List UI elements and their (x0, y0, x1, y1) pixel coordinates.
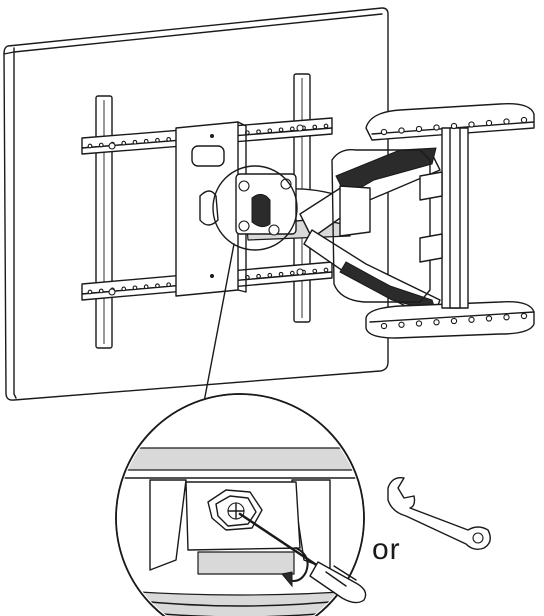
mounting-hole (289, 126, 295, 132)
mounting-hole (278, 271, 284, 277)
mounting-hole (87, 143, 93, 149)
mounting-hole (98, 142, 104, 148)
mounting-hole (312, 268, 318, 274)
mounting-hole (267, 272, 273, 278)
mounting-hole (289, 270, 295, 276)
mounting-hole (155, 137, 160, 143)
mounting-hole (323, 123, 329, 129)
mounting-hole (415, 320, 423, 327)
mounting-hole (503, 314, 510, 321)
vertical-wall-rail-left (95, 95, 113, 349)
detail-highlight-circle (212, 165, 298, 251)
mounting-hole (485, 315, 493, 322)
mounting-hole (121, 286, 127, 292)
mounting-hole (398, 321, 405, 328)
screwdriver-icon (238, 512, 367, 604)
mounting-hole (520, 116, 528, 124)
arm-pivot-bracket (235, 173, 297, 236)
mounting-hole (256, 273, 261, 279)
mounting-hole (485, 119, 493, 127)
mounting-hole (87, 289, 93, 295)
mounting-hole (398, 127, 405, 134)
mounting-hole (155, 283, 160, 289)
wrench-icon (387, 477, 491, 551)
mounting-hole (503, 118, 510, 125)
mounting-hole (323, 267, 329, 273)
mounting-hole (380, 322, 388, 330)
mounting-hole (468, 316, 475, 323)
mounting-hole (132, 139, 138, 145)
mounting-hole (98, 288, 104, 294)
mounting-hole (433, 124, 440, 131)
tv-bracket (365, 103, 535, 339)
mounting-hole (143, 284, 149, 290)
mounting-hole (450, 317, 458, 325)
wall-plate-screws (108, 124, 304, 296)
mounting-hole (121, 140, 127, 146)
mounting-hole (267, 128, 273, 134)
leader-line (203, 243, 235, 403)
mounting-hole (468, 121, 475, 128)
mounting-hole (143, 138, 149, 144)
mounting-hole (433, 319, 440, 326)
mounting-hole (166, 282, 172, 288)
mounting-hole (312, 124, 318, 130)
mounting-hole (166, 136, 172, 142)
mounting-hole (132, 285, 138, 291)
rotation-arrow-icon (281, 547, 309, 588)
mounting-hole (520, 312, 528, 320)
or-label: or (372, 533, 401, 566)
mounting-hole (450, 122, 458, 130)
mounting-hole (380, 128, 388, 136)
mounting-hole (415, 125, 423, 133)
mounting-hole (278, 127, 284, 133)
mounting-hole (256, 129, 261, 135)
